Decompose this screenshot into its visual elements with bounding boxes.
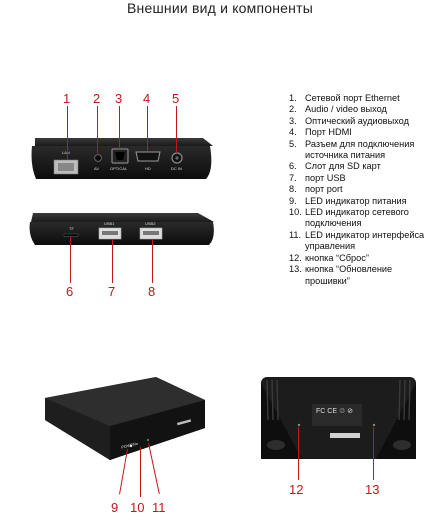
svg-text:FC CE ♲ ⊘: FC CE ♲ ⊘ bbox=[316, 408, 353, 415]
tf-label: TF bbox=[69, 226, 74, 231]
callout-11: 11 bbox=[152, 500, 166, 515]
leader-line bbox=[152, 239, 154, 283]
callout-10: 10 bbox=[130, 500, 145, 515]
legend-item: 9.LED индикатор питания bbox=[289, 195, 407, 206]
legend-item: 3.Оптический аудиовыход bbox=[289, 115, 409, 126]
page-title: Внешнии вид и компоненты bbox=[127, 0, 313, 16]
optical-label: OPTICAL bbox=[110, 166, 128, 171]
legend-item: 6.Слот для SD карт bbox=[289, 161, 381, 172]
leader-line bbox=[112, 239, 114, 283]
power-led bbox=[129, 444, 133, 448]
leader-line bbox=[140, 447, 142, 497]
callout-3: 3 bbox=[115, 91, 123, 106]
leader-line bbox=[119, 106, 121, 149]
control-led bbox=[147, 439, 149, 441]
leader-line bbox=[373, 427, 375, 480]
callout-7: 7 bbox=[108, 284, 116, 299]
leader-line bbox=[97, 106, 99, 153]
usb2-label: USB2 bbox=[145, 221, 156, 226]
av-jack bbox=[94, 154, 102, 162]
legend-item: 11.LED индикатор интерфейса управления bbox=[289, 229, 425, 252]
legend-item: 1.Сетевой порт Ethernet bbox=[289, 93, 400, 103]
legend-item: 8.порт port bbox=[289, 184, 343, 195]
av-label: AV bbox=[94, 166, 100, 171]
legend-item: 2.Audio / video выход bbox=[289, 104, 387, 115]
callout-12: 12 bbox=[289, 482, 304, 497]
legend-item: 4.Порт HDMI bbox=[289, 127, 352, 138]
legend-item: 5.Разъем для подключения источника питан… bbox=[289, 138, 415, 161]
legend-item: 10.LED индикатор сетевого подключения bbox=[289, 207, 409, 229]
callout-8: 8 bbox=[148, 284, 156, 299]
tf-slot bbox=[63, 233, 79, 237]
callout-2: 2 bbox=[93, 91, 101, 106]
callout-1: 1 bbox=[63, 91, 71, 106]
callout-13: 13 bbox=[365, 482, 380, 497]
reset-hole bbox=[297, 423, 301, 427]
upgrade-hole bbox=[372, 423, 376, 427]
leader-line bbox=[70, 237, 72, 283]
network-led bbox=[136, 443, 138, 445]
legend-item: 7.порт USB bbox=[289, 172, 346, 183]
callout-6: 6 bbox=[66, 284, 74, 299]
usb1-label: USB1 bbox=[104, 221, 115, 226]
leader-line bbox=[147, 106, 149, 151]
legend-list: 1.Сетевой порт Ethernet 2.Audio / video … bbox=[289, 93, 439, 287]
callout-5: 5 bbox=[172, 91, 180, 106]
callout-9: 9 bbox=[111, 500, 119, 515]
leader-line bbox=[67, 106, 69, 160]
hdmi-port bbox=[135, 151, 161, 162]
lan-label: LAN bbox=[62, 150, 70, 155]
dc-in-label: DC IN bbox=[171, 166, 182, 171]
callout-4: 4 bbox=[143, 91, 151, 106]
legend-item: 12.кнопка “Сброс” bbox=[289, 252, 369, 263]
leader-line bbox=[176, 106, 178, 153]
leader-line bbox=[298, 427, 300, 480]
legend-item: 13.кнопка “Обновление прошивки” bbox=[289, 264, 393, 286]
hd-label: HD bbox=[145, 166, 151, 171]
